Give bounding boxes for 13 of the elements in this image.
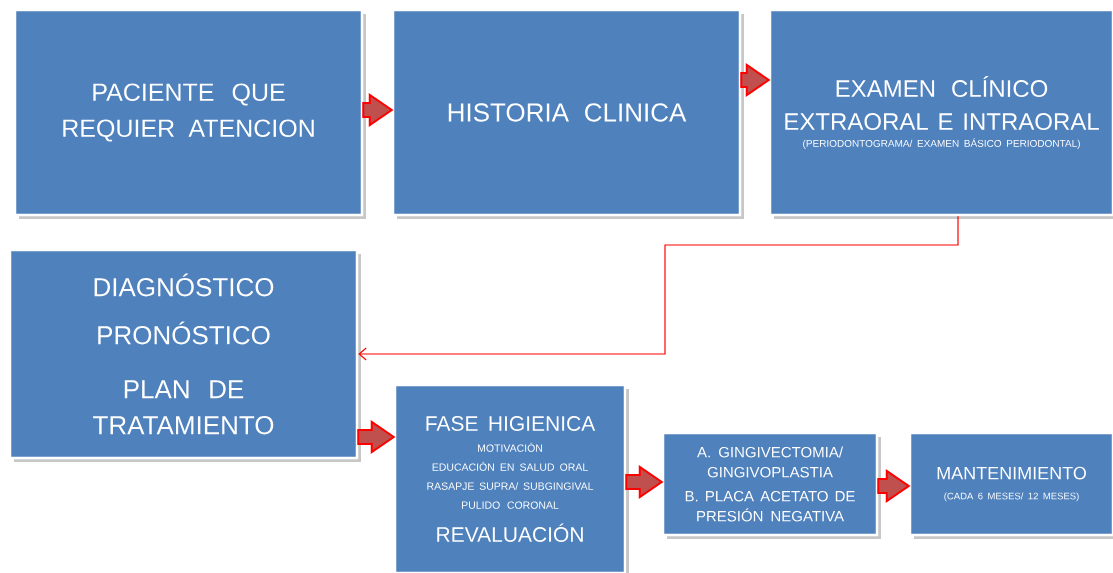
- process-box: MANTENIMIENTO (CADA 6 MESES/ 12 MESES): [908, 431, 1113, 539]
- block-arrow: [362, 93, 394, 127]
- block-arrow: [877, 469, 911, 503]
- process-box: EXAMEN CLÍNICO EXTRAORAL E INTRAORAL (PERIODONTOGRAMA/ EXAMEN BÁSICO PERIODONTAL): [768, 8, 1113, 219]
- process-box: FASE HIGIENICA MOTIVACIÓN EDUCACIÓN EN SALUD ORAL RASAPJE SUPRA/ SUBGINGIVAL PULIDO CORONAL REVALUACIÓN: [393, 383, 629, 573]
- process-box: A. GINGIVECTOMIA/ GINGIVOPLASTIA B. PLACA ACETATO DE PRESIÓN NEGATIVA: [661, 431, 881, 539]
- process-box: DIAGNÓSTICO PRONÓSTICO PLAN DE TRATAMIENTO: [8, 248, 361, 462]
- connector-arrow: [358, 215, 959, 361]
- block-arrow: [357, 420, 396, 454]
- process-box: HISTORIA CLINICA: [391, 8, 744, 219]
- block-arrow: [625, 465, 664, 499]
- block-arrow: [740, 63, 771, 97]
- process-box: PACIENTE QUE REQUIER ATENCION: [13, 8, 366, 219]
